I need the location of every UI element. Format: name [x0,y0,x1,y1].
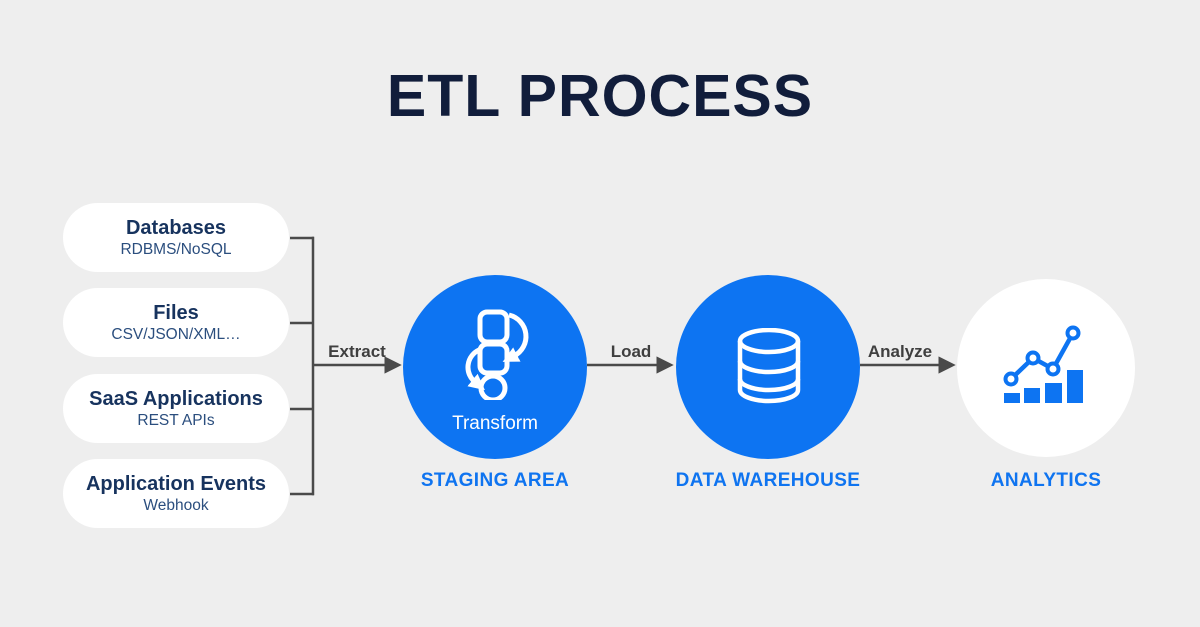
source-title: Databases [125,216,227,239]
stage-label-transform: Transform [452,413,538,434]
bar-line-chart-icon [1003,325,1083,403]
stage-caption-staging-area: STAGING AREA [420,470,570,491]
source-title: Files [153,301,199,324]
source-title: Application Events [85,472,267,495]
stage-caption-data-warehouse: DATA WAREHOUSE [675,470,861,491]
source-box-databases: Databases RDBMS/NoSQL [63,203,289,272]
stage-circle-staging-area: Transform [403,275,587,459]
transform-cycle-icon [465,309,529,400]
database-cylinder-icon [737,328,801,404]
source-box-files: Files CSV/JSON/XML… [63,288,289,357]
stage-circle-data-warehouse [676,275,860,459]
source-title: SaaS Applications [89,387,263,410]
arrow-label-analyze: Analyze [867,342,933,361]
stage-caption-analytics: ANALYTICS [990,470,1102,491]
page-title: ETL PROCESS [386,63,814,129]
source-subtitle: CSV/JSON/XML… [111,325,241,343]
source-subtitle: RDBMS/NoSQL [120,240,232,258]
arrow-label-extract: Extract [328,342,386,361]
source-subtitle: Webhook [143,496,209,514]
stage-circle-analytics [957,279,1135,457]
arrow-label-load: Load [610,342,652,361]
source-subtitle: REST APIs [137,411,215,429]
source-box-application-events: Application Events Webhook [63,459,289,528]
source-box-saas-applications: SaaS Applications REST APIs [63,374,289,443]
